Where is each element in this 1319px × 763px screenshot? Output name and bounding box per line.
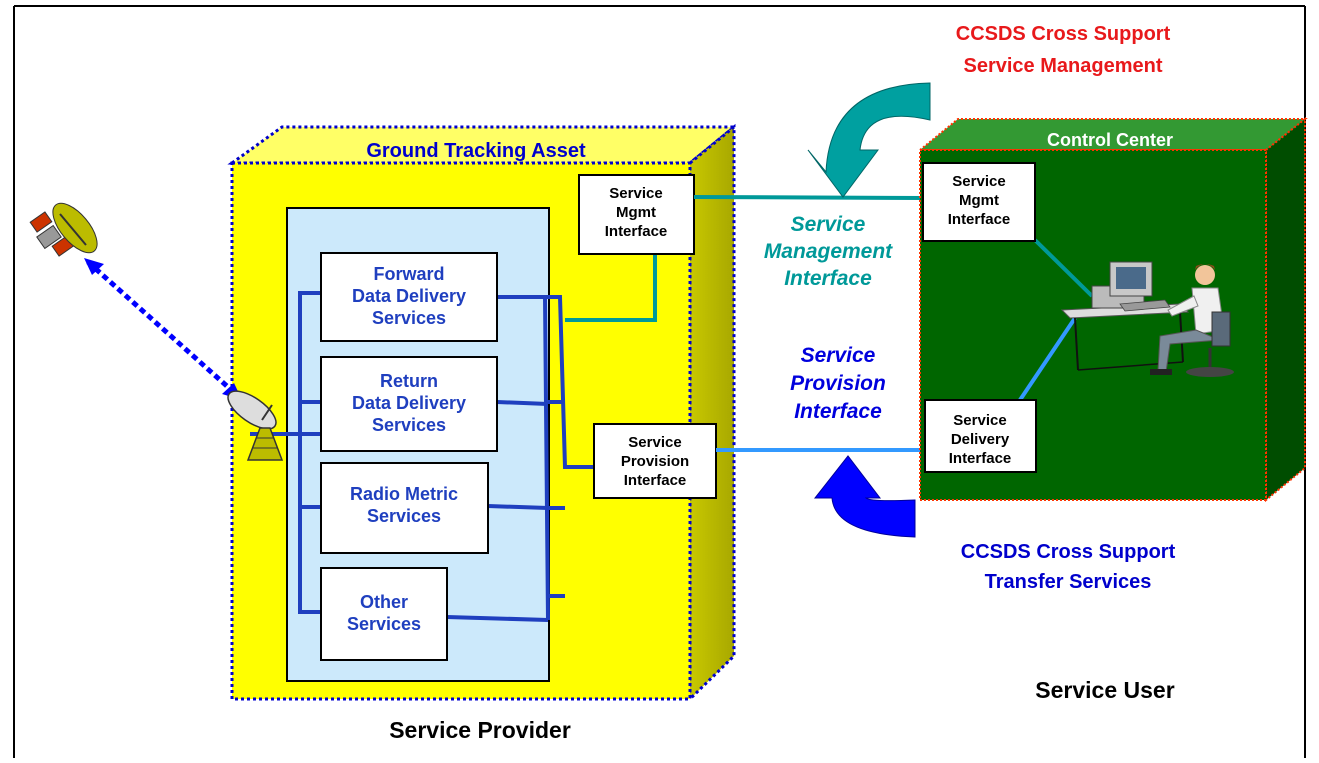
provider-mgmt-interface-line-2: Mgmt (616, 204, 656, 221)
mgmt-title-line-2: Service Management (964, 55, 1163, 77)
transfer-title-line-1: CCSDS Cross Support (961, 541, 1176, 563)
service-management-interface-line-3: Interface (784, 267, 872, 290)
service-management-interface-line-1: Service (791, 213, 866, 236)
satellite-icon (29, 202, 98, 257)
provider-provision-interface-line-2: Provision (621, 453, 689, 470)
service-3-line-2: Services (347, 614, 421, 634)
service-provider-caption: Service Provider (389, 717, 571, 743)
user-mgmt-interface-line-2: Mgmt (959, 192, 999, 209)
asset-title: Ground Tracking Asset (366, 140, 586, 162)
mgmt-arrow-icon (807, 82, 931, 198)
provider-service-links (250, 291, 594, 622)
service-management-link (693, 195, 924, 200)
user-delivery-interface-line-1: Service (953, 412, 1006, 429)
user-mgmt-link (1033, 238, 1094, 298)
user-delivery-link (1018, 316, 1077, 402)
space-link-arrowhead-top (84, 258, 104, 275)
service-provision-interface-line-3: Interface (794, 400, 882, 423)
user-delivery-interface-line-2: Delivery (951, 431, 1010, 448)
user-delivery-interface-line-3: Interface (949, 450, 1012, 467)
ground-antenna-icon (227, 390, 284, 461)
provider-mgmt-interface-line-1: Service (609, 185, 662, 202)
service-management-interface-line-2: Management (764, 240, 893, 263)
service-1-line-1: Return (380, 371, 438, 391)
transfer-arrow-icon (813, 455, 916, 538)
service-1-line-2: Data Delivery (352, 393, 466, 413)
user-mgmt-interface-line-1: Service (952, 173, 1005, 190)
provider-provision-interface-line-1: Service (628, 434, 681, 451)
space-link (86, 260, 240, 398)
mgmt-link-provider (565, 254, 657, 322)
service-provision-interface-line-1: Service (801, 344, 876, 367)
control-center-title: Control Center (1047, 130, 1173, 150)
service-3-line-1: Other (360, 592, 408, 612)
service-0-line-3: Services (372, 308, 446, 328)
service-provision-interface-line-2: Provision (790, 372, 886, 395)
service-0-line-2: Data Delivery (352, 286, 466, 306)
service-2-line-1: Radio Metric (350, 484, 458, 504)
mgmt-title-line-1: CCSDS Cross Support (956, 23, 1171, 45)
user-mgmt-interface-line-3: Interface (948, 211, 1011, 228)
service-2-line-2: Services (367, 506, 441, 526)
provider-provision-interface-line-3: Interface (624, 472, 687, 489)
operator-workstation-icon (1060, 261, 1234, 377)
service-1-line-3: Services (372, 415, 446, 435)
service-user-caption: Service User (1035, 677, 1174, 703)
service-0-line-1: Forward (373, 264, 444, 284)
provider-mgmt-interface-line-3: Interface (605, 223, 668, 240)
transfer-title-line-2: Transfer Services (985, 571, 1152, 593)
